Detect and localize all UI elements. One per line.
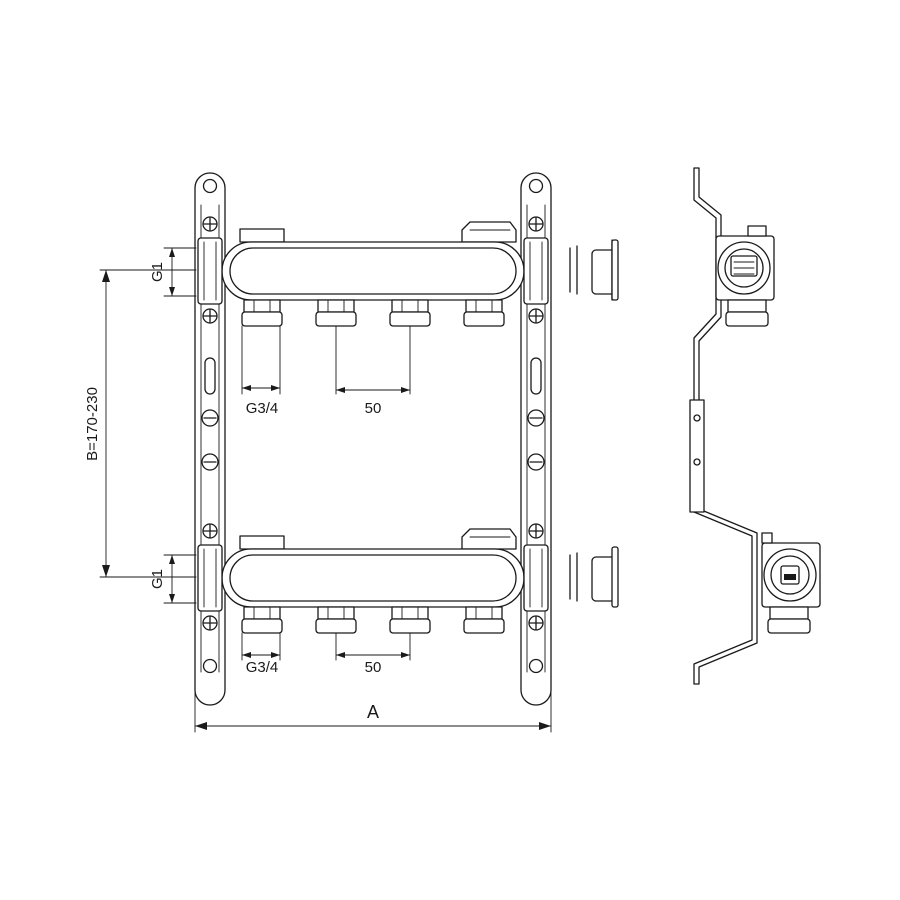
top-end-cap <box>569 239 619 301</box>
dimension-g1-top: G1 <box>149 247 197 297</box>
top-outlet-2 <box>315 299 357 327</box>
dimension-g1-bottom: G1 <box>149 554 197 604</box>
bottom-end-cap <box>569 546 619 608</box>
dimension-a: A <box>194 689 552 733</box>
dimension-g34-top-label: G3/4 <box>246 400 279 417</box>
dimension-a-label: A <box>367 702 379 722</box>
top-outlet-1 <box>241 299 283 327</box>
dimension-g34-bottom: G3/4 <box>241 632 281 676</box>
dimension-pitch-bottom: 50 <box>335 632 411 676</box>
bottom-outlet-4 <box>463 606 505 634</box>
bottom-outlet-1 <box>241 606 283 634</box>
dimension-pitch-bottom-label: 50 <box>365 659 382 676</box>
top-outlet-4 <box>463 299 505 327</box>
side-view <box>689 167 821 685</box>
top-manifold <box>197 216 549 327</box>
dimension-pitch-top-label: 50 <box>365 400 382 417</box>
top-outlet-3 <box>389 299 431 327</box>
dimension-g1-bottom-label: G1 <box>149 569 166 589</box>
dimension-pitch-top: 50 <box>335 325 411 417</box>
dimension-g34-top: G3/4 <box>241 325 281 417</box>
dimension-g1-top-label: G1 <box>149 262 166 282</box>
bottom-outlet-3 <box>389 606 431 634</box>
bottom-outlet-2 <box>315 606 357 634</box>
dimension-g34-bottom-label: G3/4 <box>246 659 279 676</box>
dimension-b-label: B=170-230 <box>84 387 101 461</box>
dimension-b: B=170-230 <box>84 269 197 578</box>
bottom-manifold <box>197 523 549 634</box>
